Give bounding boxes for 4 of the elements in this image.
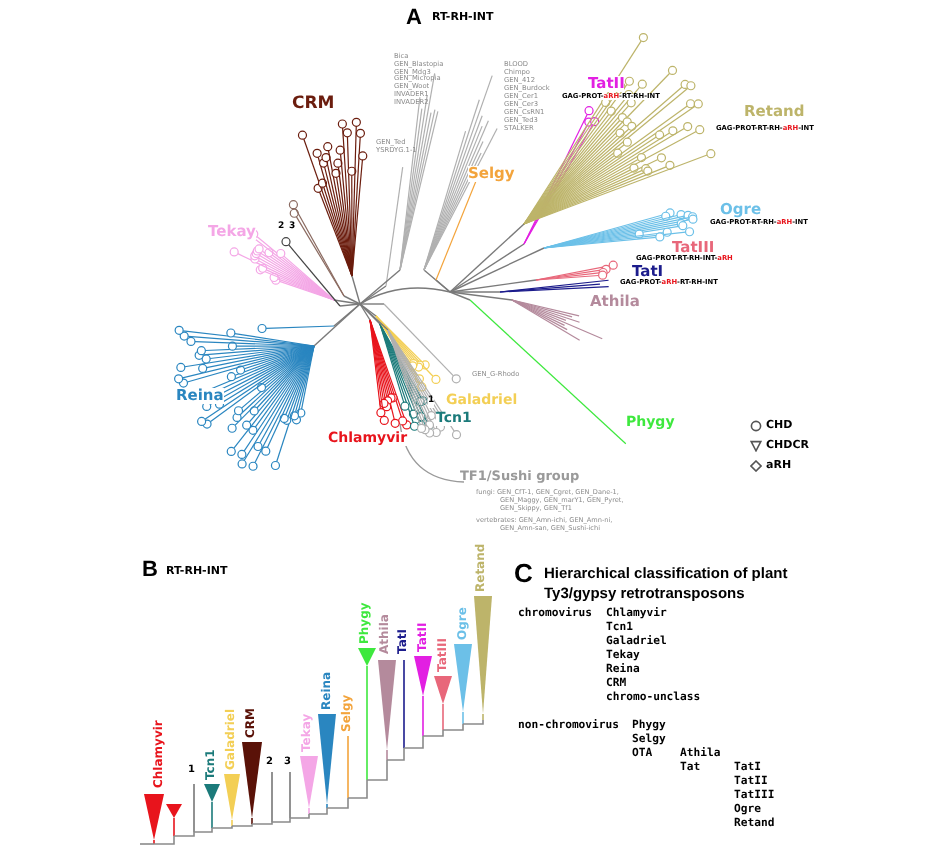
panel-letter: B	[142, 560, 158, 582]
panel-letter: C	[514, 560, 533, 586]
clade-label: CRM	[292, 96, 335, 113]
panel-letter: A	[406, 8, 422, 30]
